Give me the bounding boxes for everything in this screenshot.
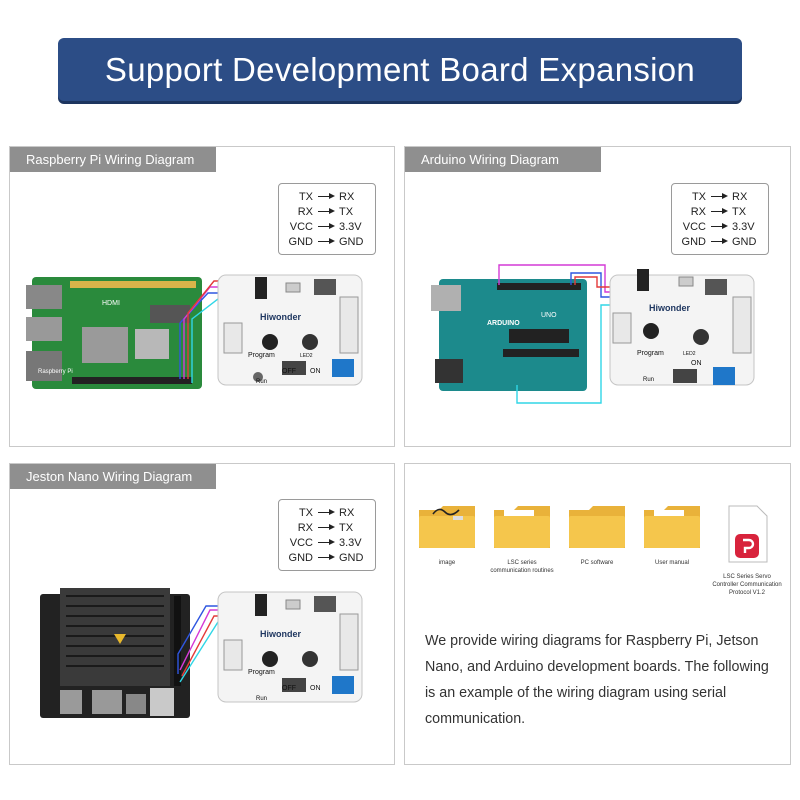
raspberry-pi-board: HDMI Raspberry Pi — [26, 277, 202, 389]
file-label: image — [438, 560, 456, 566]
program-label: Program — [637, 350, 664, 357]
panel-title-raspberry: Raspberry Pi Wiring Diagram — [10, 147, 216, 172]
arrow-right-icon — [706, 189, 732, 204]
run-label: Run — [256, 379, 267, 385]
arrow-right-icon — [313, 189, 339, 204]
run-label: Run — [643, 377, 654, 383]
panel-title-arduino: Arduino Wiring Diagram — [405, 147, 601, 172]
arrow-right-icon — [313, 535, 339, 550]
file-label: LSC series communication routines — [490, 560, 554, 574]
file-item-protocol-pdf[interactable]: LSC Series Servo Controller Communicatio… — [712, 504, 782, 597]
arrow-right-icon — [313, 204, 339, 219]
controller-brand-text: Hiwonder — [649, 303, 690, 313]
on-label: ON — [691, 360, 702, 367]
servo-controller-board: Hiwonder Program Run OFF ON LED2 — [217, 274, 363, 386]
folder-icon — [569, 506, 625, 548]
controller-brand-text: Hiwonder — [260, 629, 301, 639]
servo-controller-board: Hiwonder Program Run ON LED2 — [609, 269, 755, 386]
jetson-wiring-illustration: Hiwonder Program Run OFF ON — [40, 588, 363, 718]
file-item-user-manual[interactable]: User manual — [637, 504, 707, 567]
arrow-right-icon — [313, 219, 339, 234]
controller-brand-text: Hiwonder — [260, 312, 301, 322]
program-label: Program — [248, 352, 275, 359]
run-label: Run — [256, 696, 267, 702]
arduino-model-text: UNO — [541, 312, 557, 319]
resource-file-list: image LSC series communication routines … — [412, 504, 782, 614]
raspberry-wiring-illustration: HDMI Raspberry Pi Hiwonder Program Run — [26, 274, 363, 389]
arduino-logo-text: ARDUINO — [487, 320, 520, 327]
file-label: PC software — [580, 560, 614, 566]
resources-panel: image LSC series communication routines … — [404, 463, 791, 765]
off-label: OFF — [282, 685, 296, 692]
on-label: ON — [310, 368, 321, 375]
board-brand-text: Raspberry Pi — [38, 369, 73, 375]
header-banner: Support Development Board Expansion — [58, 38, 742, 101]
folder-icon — [644, 506, 700, 548]
panel-title-jetson: Jeston Nano Wiring Diagram — [10, 464, 216, 489]
arrow-right-icon — [313, 520, 339, 535]
arrow-right-icon — [313, 550, 339, 565]
file-item-pc-software[interactable]: PC software — [562, 504, 632, 567]
off-label: OFF — [282, 368, 296, 375]
led-label: LED2 — [683, 351, 696, 357]
board-silkscreen-label: HDMI — [102, 300, 120, 307]
page-title: Support Development Board Expansion — [104, 50, 696, 88]
file-item-communication-routines[interactable]: LSC series communication routines — [487, 504, 557, 575]
jetson-nano-board — [40, 588, 190, 718]
arduino-uno-board: ARDUINO UNO — [431, 279, 587, 391]
arrow-right-icon — [313, 234, 339, 249]
pdf-document-icon — [728, 505, 768, 563]
file-item-image[interactable]: image — [412, 504, 482, 567]
arduino-wiring-illustration: ARDUINO UNO Hiwonder Program Run ON LED2 — [431, 264, 755, 404]
file-label: LSC Series Servo Controller Communicatio… — [712, 574, 782, 596]
folder-image-icon — [419, 506, 475, 548]
file-label: User manual — [654, 560, 689, 566]
servo-controller-board: Hiwonder Program Run OFF ON — [217, 591, 363, 703]
arrow-right-icon — [706, 234, 732, 249]
program-label: Program — [248, 669, 275, 676]
arrow-right-icon — [706, 219, 732, 234]
description-text: We provide wiring diagrams for Raspberry… — [425, 633, 769, 727]
on-label: ON — [310, 685, 321, 692]
arrow-right-icon — [313, 505, 339, 520]
led-label: LED2 — [300, 353, 313, 359]
folder-icon — [494, 506, 550, 548]
arrow-right-icon — [706, 204, 732, 219]
